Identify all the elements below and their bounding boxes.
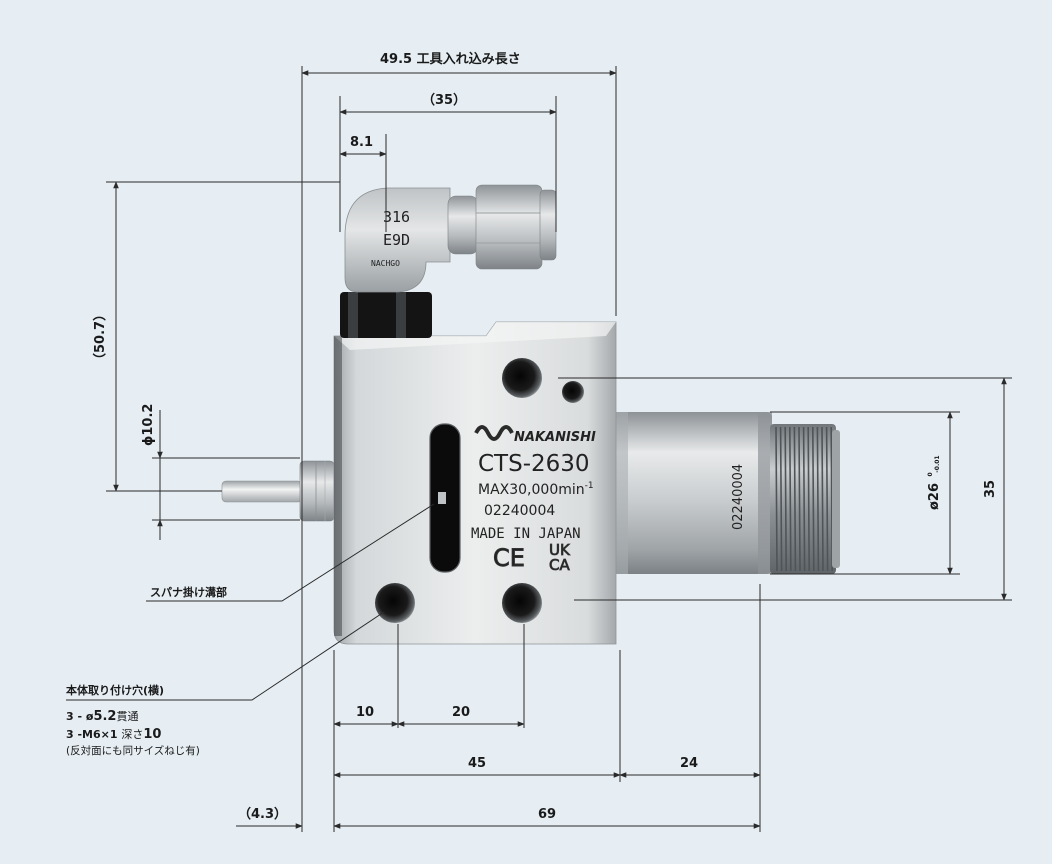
speed-engraving: MAX30,000min-1 xyxy=(478,481,594,498)
dim-height-total: （50.7） xyxy=(92,308,108,366)
spindle-body xyxy=(333,321,617,645)
model-engraving: CTS-2630 xyxy=(478,451,590,477)
dim-shaft-diameter: ϕ10.2 xyxy=(141,404,156,446)
dim-shaft-protrusion: （4.3） xyxy=(238,806,287,822)
origin-engraving: MADE IN JAPAN xyxy=(471,526,581,542)
dim-fitting-width: （35） xyxy=(422,92,466,108)
thread-ridge xyxy=(812,426,815,572)
callout-mount-holes-line1: 3 - ø5.2貫通 xyxy=(66,709,138,724)
dimension-lines xyxy=(66,66,1012,832)
thread-ridge xyxy=(789,426,792,572)
thread-ridge xyxy=(784,426,787,572)
dim-hole-pitch-b: 20 xyxy=(452,705,470,720)
dim-hole-pitch-a: 10 xyxy=(356,705,374,720)
small-hole xyxy=(562,381,584,403)
callouts: スパナ掛け溝部 本体取り付け穴(横) 3 - ø5.2貫通 3 -M6×1 深さ… xyxy=(66,585,227,757)
thread-ridge xyxy=(825,426,829,572)
product-illustration: 02240004 NAKANISHI CTS-2630 MAX30,000min… xyxy=(221,184,840,645)
ukca-mark-top: UK xyxy=(549,541,571,559)
fitting-ferrule xyxy=(447,195,479,255)
dim-nose-length: 24 xyxy=(680,756,698,771)
ce-mark: CE xyxy=(493,544,525,572)
thread-ridge xyxy=(802,426,806,572)
thread-ridge xyxy=(793,426,797,572)
thread-ridge xyxy=(779,426,783,572)
dimension-labels: 49.5 工具入れ込み長さ （35） 8.1 （50.7） ϕ10.2 ø26 … xyxy=(92,51,998,822)
nose-serial: 02240004 xyxy=(731,464,746,530)
spindle-nose xyxy=(612,412,772,574)
thread-ridge xyxy=(775,426,778,572)
mount-hole-top xyxy=(502,358,542,398)
svg-text:E9D: E9D xyxy=(383,231,410,249)
dim-body-height: 35 xyxy=(983,480,998,498)
mount-hole-bottom-right xyxy=(502,583,542,623)
ukca-mark-bottom: CA xyxy=(549,556,570,574)
callout-mount-holes-title: 本体取り付け穴(横) xyxy=(66,683,164,697)
dim-tool-insertion-length: 49.5 工具入れ込み長さ xyxy=(380,51,521,67)
dim-total-length: 69 xyxy=(538,807,556,822)
mount-hole-bottom-left xyxy=(375,583,415,623)
svg-text:NAKANISHI: NAKANISHI xyxy=(514,430,596,445)
elbow-fitting: 316 E9D NACHGO xyxy=(344,187,451,293)
fitting-hex-nut xyxy=(475,184,543,270)
dim-body-length: 45 xyxy=(468,756,486,771)
svg-text:NACHGO: NACHGO xyxy=(371,259,400,268)
thread-ridge xyxy=(821,426,824,572)
dim-spindle-diameter: ø26 0 -0.01 xyxy=(921,455,942,510)
callout-mount-holes-line2: 3 -M6×1 深さ10 xyxy=(66,727,161,742)
black-nut xyxy=(340,292,432,338)
thread-ridge xyxy=(807,426,810,572)
thread-ridge xyxy=(816,426,820,572)
thread-ridge xyxy=(798,426,801,572)
serial-engraving: 02240004 xyxy=(484,503,555,519)
threaded-end xyxy=(770,424,840,574)
callout-mount-holes-line3: (反対面にも同サイズねじ有) xyxy=(66,744,200,757)
callout-wrench-groove: スパナ掛け溝部 xyxy=(150,585,227,599)
svg-text:316: 316 xyxy=(383,208,410,226)
fitting-tip xyxy=(539,189,557,261)
nakanishi-logo: NAKANISHI xyxy=(474,425,596,445)
collet-nut xyxy=(299,460,335,522)
tool-shaft xyxy=(221,480,303,503)
dim-elbow-offset: 8.1 xyxy=(350,135,373,150)
